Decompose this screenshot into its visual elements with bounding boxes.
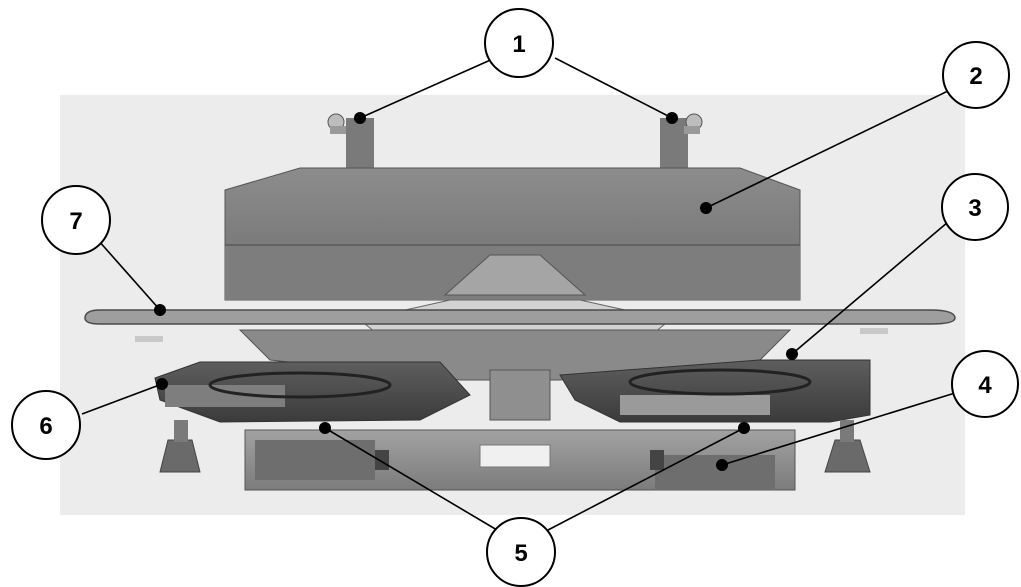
- callout-label-3: 3: [968, 195, 981, 222]
- leader-lines: [81, 57, 956, 531]
- dot-2: [700, 202, 712, 214]
- dot-4: [716, 459, 728, 471]
- dot-3: [786, 348, 798, 360]
- callout-label-7: 7: [69, 208, 82, 235]
- spreading-discs: [154, 359, 871, 423]
- leader-line-5b: [547, 427, 745, 531]
- base-frame: [244, 429, 796, 491]
- callout-label-2: 2: [969, 63, 982, 90]
- leader-line-1b: [554, 57, 673, 119]
- dot-7: [154, 304, 166, 316]
- leader-line-4: [721, 392, 956, 466]
- callout-label-6: 6: [39, 413, 52, 440]
- leader-line-7: [97, 239, 161, 311]
- dot-5a: [319, 422, 331, 434]
- dot-5b: [738, 422, 750, 434]
- callout-2: 2: [942, 41, 1010, 109]
- callout-7: 7: [41, 185, 111, 255]
- dot-6: [156, 378, 168, 390]
- leader-line-1a: [359, 57, 496, 119]
- callout-5: 5: [486, 517, 556, 587]
- leader-line-5a: [324, 427, 498, 531]
- callout-label-5: 5: [514, 540, 527, 567]
- callout-label-4: 4: [978, 372, 992, 399]
- dot-1a: [354, 112, 366, 124]
- callout-3: 3: [941, 173, 1009, 241]
- callout-4: 4: [951, 350, 1019, 418]
- leader-line-6: [81, 383, 163, 415]
- callout-6: 6: [11, 390, 81, 460]
- top-linkage: [327, 113, 703, 193]
- guard-rail: [84, 309, 956, 342]
- leader-line-3: [791, 221, 949, 355]
- support-feet: [159, 420, 871, 473]
- leader-line-2: [705, 89, 951, 209]
- callout-1: 1: [484, 8, 554, 78]
- dot-1b: [666, 112, 678, 124]
- callout-label-1: 1: [512, 31, 525, 58]
- center-agitator-housing: [489, 369, 551, 421]
- leader-dots: [154, 112, 798, 471]
